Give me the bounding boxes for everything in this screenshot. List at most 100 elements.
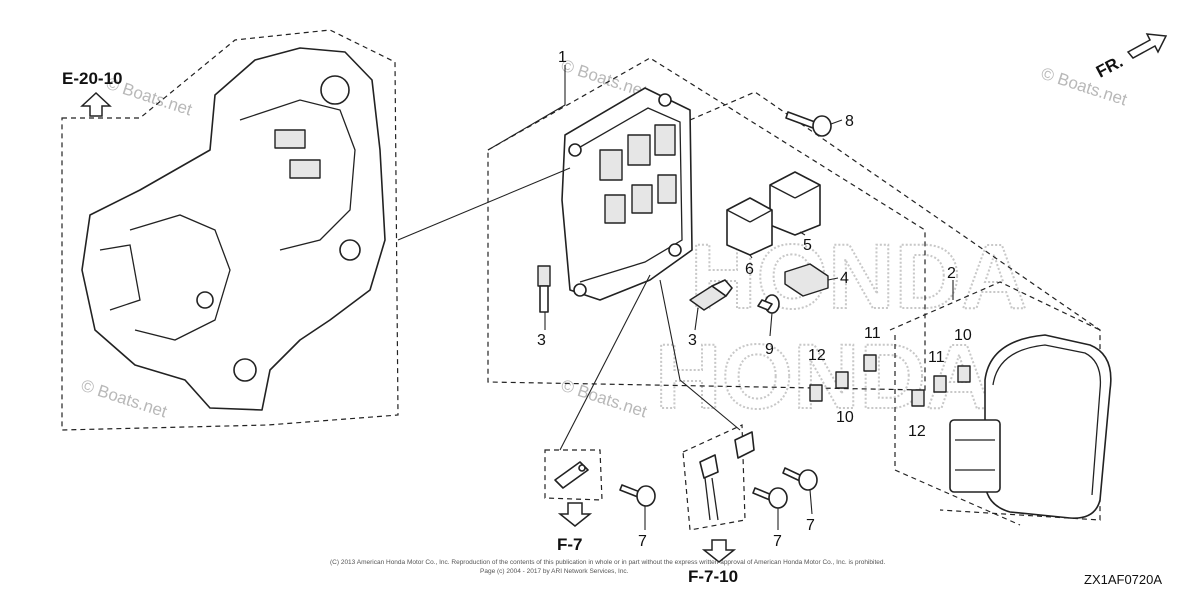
callout-7[interactable]: 7 [773,533,782,550]
diagram-code: ZX1AF0720A [1084,572,1162,587]
fuse-clip-3-right [689,279,733,311]
fuse-slot [599,149,623,181]
relay-body [769,171,821,236]
callout-2[interactable]: 2 [947,265,956,282]
leader-6 [749,254,753,259]
frame-boss [233,358,257,382]
callout-10[interactable]: 10 [836,409,854,426]
callout-7[interactable]: 7 [638,533,647,550]
callout-6[interactable]: 6 [745,261,754,278]
callout-5[interactable]: 5 [803,237,812,254]
frame-recess [129,214,231,341]
terminal-hole [578,464,586,472]
bolt-7-right [782,467,818,491]
leader-1 [487,65,566,151]
copyright-line-1: (C) 2013 American Honda Motor Co., Inc. … [330,559,886,566]
terminal-ring [699,454,719,479]
fuse-box-boundary [894,335,1021,526]
reference-f-7[interactable]: F-7 [557,502,593,554]
bolt-head [768,487,788,509]
callout-10[interactable]: 10 [954,327,972,344]
fuse-box-body [561,87,693,301]
bolt-head [812,115,832,137]
leader-4 [827,277,839,281]
callout-12[interactable]: 12 [908,423,926,440]
fuse-10-left [835,371,849,389]
terminal-plate [734,431,755,459]
leader-8 [830,119,843,125]
callout-4[interactable]: 4 [840,270,849,287]
relay-edge [749,209,773,223]
front-direction-label: FR. [1093,52,1126,82]
leader-9 [769,312,773,337]
frame-boss [320,75,350,105]
frame-connector [274,129,306,149]
fuse-10-right [957,365,971,383]
screw-tip [757,299,773,311]
clip-top [537,265,551,287]
screw-9 [757,294,780,314]
fuse-box-inner-rim [574,107,683,283]
clip-tab [711,279,733,297]
bolt-7-mid [752,487,788,509]
sensor-body [784,263,829,297]
mini-fuse [809,384,823,402]
copyright-line-2: Page (c) 2004 - 2017 by ARI Network Serv… [480,568,629,575]
callout-3[interactable]: 3 [537,332,546,349]
callout-11[interactable]: 11 [928,349,945,366]
fuse-box-boundary [889,281,1101,331]
frame-boss [339,239,361,261]
sensor-4 [784,263,829,297]
mini-fuse [863,354,877,372]
mini-fuse [957,365,971,383]
frame-assembly [61,29,399,431]
up-arrow-icon [80,91,112,117]
mount-hole [573,283,587,297]
reference-e-20-10[interactable]: E-20-10 [62,69,122,117]
fuse-12-right [911,389,925,407]
bolt-head [798,469,818,491]
down-arrow-icon [557,502,593,527]
fuse-11-left [863,354,877,372]
callout-7[interactable]: 7 [806,517,815,534]
part-2-boundary [689,91,1101,521]
fuse-clip-3-left [537,265,551,313]
wire [704,477,711,521]
bolt-7-left [619,484,656,507]
relay-5 [769,171,821,236]
leader-5 [799,231,806,236]
callout-3[interactable]: 3 [688,332,697,349]
callout-12[interactable]: 12 [808,347,826,364]
mount-hole [568,143,582,157]
leader-lines [397,65,954,530]
front-direction-indicator: FR. [1093,33,1168,82]
relay-6 [726,197,773,256]
fuse-11-right [933,375,947,393]
mini-fuse [835,371,849,389]
frame-upper-rib [239,99,356,251]
callout-8[interactable]: 8 [845,113,854,130]
callout-1[interactable]: 1 [558,49,567,66]
mini-fuse [911,389,925,407]
reference-label-f-7-10[interactable]: F-7-10 [688,567,738,586]
relay-edge [769,184,796,199]
callout-9[interactable]: 9 [765,341,774,358]
mount-hole [658,93,672,107]
reference-label-e-20-10[interactable]: E-20-10 [62,69,122,88]
fuse-box-cover [949,334,1112,519]
watermark-boats-net: © Boats.net [559,376,650,422]
frame-side-panel [99,244,141,311]
fuse-slot [604,194,626,224]
callout-11[interactable]: 11 [864,325,881,342]
reference-f-7-10[interactable]: F-7-10 [688,539,738,586]
mini-fuse [933,375,947,393]
wire [711,477,719,521]
fuse-slot [657,174,677,204]
cover-latch [949,419,1001,493]
leader-3-right [694,307,699,331]
relay-edge [794,184,821,199]
reference-label-f-7[interactable]: F-7 [557,535,583,554]
down-arrow-icon [701,539,737,563]
fuse-slot [631,184,653,214]
relay-body [726,197,773,256]
